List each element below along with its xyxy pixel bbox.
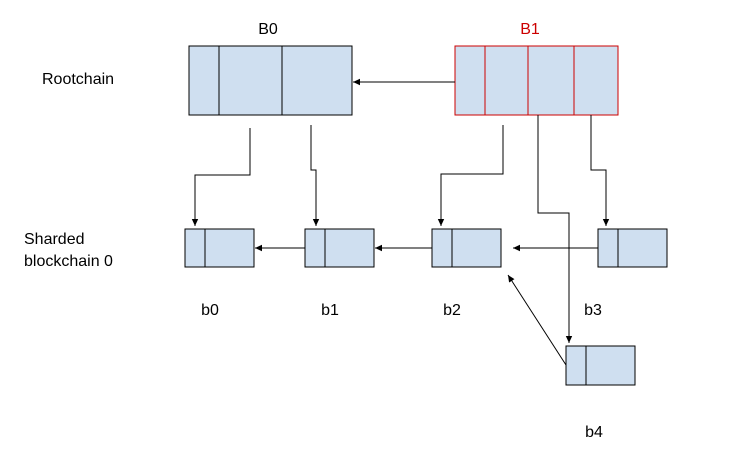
link-root-b1-to-shard-b4 [537,115,573,343]
shard-block-b1 [304,228,375,268]
shard-block-b4-label: b4 [585,424,603,441]
link-root-b0-to-shard-b1 [310,125,320,226]
root-block-b1 [454,45,619,116]
sharded-label-line1: Sharded [24,231,85,248]
root-block-b0 [188,45,353,116]
link-shard-b4-to-b2 [507,274,567,366]
link-root-b1-to-shard-b3 [590,115,610,226]
link-root-b0-to-shard-b0 [191,128,251,226]
shard-block-b3 [597,228,668,268]
shard-block-b2 [431,228,502,268]
shard-block-b2-label: b2 [443,302,461,319]
shard-block-b1-label: b1 [321,302,339,319]
link-root-b1-to-shard-b2 [437,125,504,226]
shard-block-b4 [565,345,636,386]
shard-block-b0-label: b0 [201,302,219,319]
rootchain-label: Rootchain [42,71,114,88]
root-block-b1-label: B1 [520,21,540,38]
shard-block-b3-label: b3 [584,302,602,319]
sharded-label-line2: blockchain 0 [24,253,113,270]
shard-block-b0 [184,228,255,268]
root-block-b0-label: B0 [258,21,278,38]
